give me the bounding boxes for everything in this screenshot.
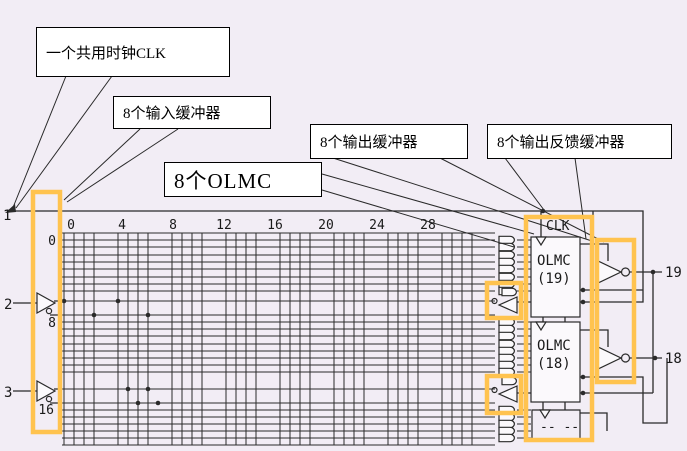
highlights: [30, 189, 637, 443]
callout-olmc: 8个OLMC: [164, 162, 322, 197]
input-buffer-pin2: [36, 291, 57, 315]
connection-dots: [61, 208, 658, 406]
col-label-8: 8: [169, 218, 177, 233]
olmc-19-block: OLMC (19): [530, 236, 581, 318]
highlight-input-buffers: [30, 189, 63, 435]
clk-arrow-next: [538, 409, 552, 420]
output-buffer-19: [597, 260, 631, 284]
output-buffer-18: [597, 346, 631, 370]
callout-output-buffers: 8个输出缓冲器: [310, 124, 468, 159]
pin-label-3: 3: [4, 385, 12, 401]
row-label-8: 8: [48, 316, 56, 331]
col-label-0: 0: [67, 218, 75, 233]
callout-input-buffers: 8个输入缓冲器: [113, 96, 271, 129]
callout-output-feedback-buffers-text: 8个输出反馈缓冲器: [497, 135, 625, 151]
col-label-12: 12: [216, 218, 232, 233]
pin-label-1: 1: [3, 208, 11, 224]
highlight-feedback-buffer-1: [484, 280, 524, 321]
col-label-4: 4: [118, 218, 126, 233]
highlight-olmc-column: [523, 214, 595, 443]
olmc-19-label2: (19): [537, 271, 571, 287]
pin-label-2: 2: [4, 297, 12, 313]
olmc-more-label: -- --: [540, 420, 579, 435]
callout-input-buffers-text: 8个输入缓冲器: [123, 106, 221, 122]
row-label-16: 16: [38, 403, 54, 418]
feedback-buffer-1: [491, 287, 518, 314]
col-label-16: 16: [267, 218, 283, 233]
clk-label: CLK: [546, 219, 570, 234]
highlight-feedback-buffer-2: [484, 373, 524, 416]
row-label-0: 0: [48, 234, 56, 249]
callout-olmc-text: 8个OLMC: [174, 168, 273, 193]
pin-label-18: 18: [665, 351, 682, 367]
and-array-grid: [62, 232, 531, 446]
callout-output-feedback-buffers: 8个输出反馈缓冲器: [487, 124, 672, 159]
callout-shared-clock: 一个共用时钟CLK: [36, 27, 230, 77]
feedback-buffer-2: [491, 376, 518, 403]
callout-output-buffers-text: 8个输出缓冲器: [320, 135, 418, 151]
labels: CLK 1 2 3 19 18 0 4 8 12 16 20 24 28 0 8…: [3, 208, 682, 418]
col-label-28: 28: [420, 218, 436, 233]
highlight-output-buffers: [594, 237, 637, 385]
pin-label-19: 19: [665, 265, 682, 281]
olmc-18-label1: OLMC: [537, 338, 571, 354]
col-label-20: 20: [318, 218, 334, 233]
olmc-more-block: -- --: [531, 409, 581, 438]
olmc-18-label2: (18): [537, 356, 571, 372]
callout-leader-lines: [5, 75, 605, 248]
input-buffer-pin3: [36, 379, 57, 403]
callout-shared-clock-text: 一个共用时钟CLK: [46, 45, 167, 62]
olmc-18-block: OLMC (18): [530, 321, 581, 403]
pin1-arrowhead: [5, 204, 16, 213]
col-label-24: 24: [369, 218, 385, 233]
clk-arrow-18: [534, 321, 548, 332]
clk-arrow-19: [534, 236, 548, 247]
olmc-19-label1: OLMC: [537, 253, 571, 269]
